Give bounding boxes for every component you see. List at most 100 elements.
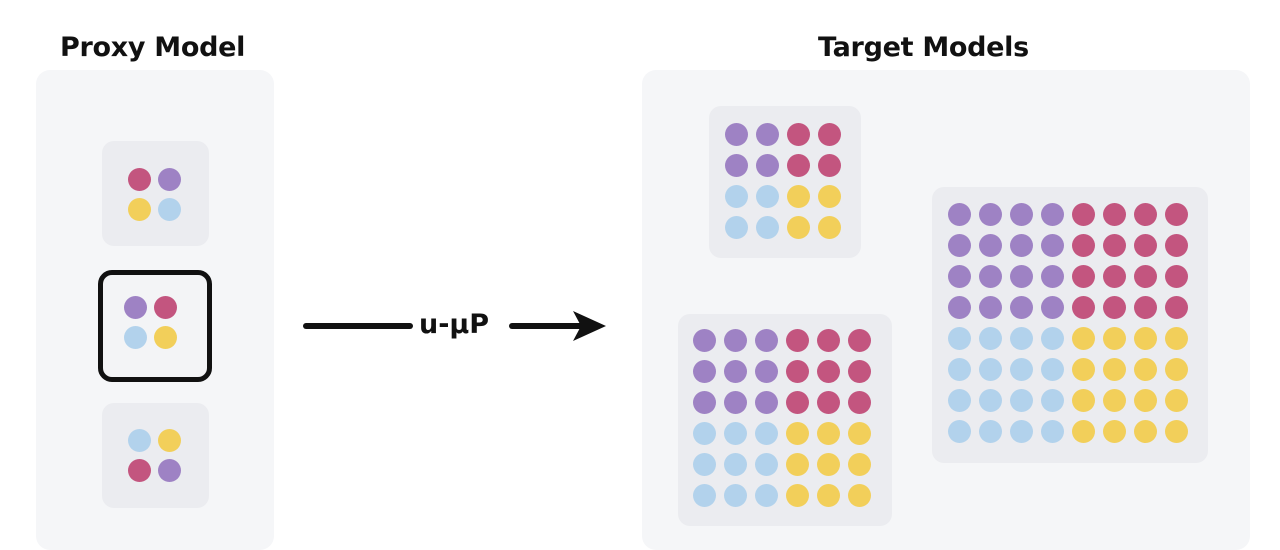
blue-dot bbox=[755, 422, 778, 445]
pink-dot bbox=[1134, 203, 1157, 226]
pink-dot bbox=[128, 168, 151, 191]
purple-dot bbox=[1010, 265, 1033, 288]
blue-dot bbox=[1010, 389, 1033, 412]
blue-dot bbox=[755, 484, 778, 507]
pink-dot bbox=[787, 154, 810, 177]
pink-dot bbox=[1103, 234, 1126, 257]
purple-dot bbox=[979, 265, 1002, 288]
pink-dot bbox=[1165, 234, 1188, 257]
arrow-head-icon bbox=[573, 311, 606, 341]
pink-dot bbox=[818, 154, 841, 177]
purple-dot bbox=[948, 265, 971, 288]
yellow-dot bbox=[1134, 389, 1157, 412]
purple-dot bbox=[756, 154, 779, 177]
yellow-dot bbox=[787, 185, 810, 208]
purple-dot bbox=[693, 391, 716, 414]
proxy-card-bottom bbox=[102, 403, 209, 508]
pink-dot bbox=[1165, 265, 1188, 288]
purple-dot bbox=[693, 329, 716, 352]
blue-dot bbox=[1010, 358, 1033, 381]
pink-dot bbox=[1072, 265, 1095, 288]
purple-dot bbox=[1010, 234, 1033, 257]
purple-dot bbox=[948, 296, 971, 319]
yellow-dot bbox=[1165, 420, 1188, 443]
purple-dot bbox=[724, 391, 747, 414]
blue-dot bbox=[755, 453, 778, 476]
yellow-dot bbox=[1103, 389, 1126, 412]
proxy-card-selected bbox=[98, 270, 212, 382]
blue-dot bbox=[1041, 420, 1064, 443]
yellow-dot bbox=[817, 453, 840, 476]
purple-dot bbox=[725, 123, 748, 146]
blue-dot bbox=[128, 429, 151, 452]
blue-dot bbox=[948, 420, 971, 443]
blue-dot bbox=[979, 389, 1002, 412]
arrow-label: u-μP bbox=[419, 309, 490, 340]
transfer-arrow bbox=[303, 311, 606, 341]
purple-dot bbox=[724, 329, 747, 352]
yellow-dot bbox=[1165, 389, 1188, 412]
yellow-dot bbox=[1103, 327, 1126, 350]
blue-dot bbox=[724, 484, 747, 507]
yellow-dot bbox=[1103, 420, 1126, 443]
blue-dot bbox=[979, 420, 1002, 443]
purple-dot bbox=[693, 360, 716, 383]
blue-dot bbox=[948, 327, 971, 350]
pink-dot bbox=[786, 391, 809, 414]
blue-dot bbox=[725, 185, 748, 208]
yellow-dot bbox=[1134, 358, 1157, 381]
yellow-dot bbox=[786, 453, 809, 476]
blue-dot bbox=[724, 453, 747, 476]
blue-dot bbox=[979, 327, 1002, 350]
purple-dot bbox=[979, 203, 1002, 226]
purple-dot bbox=[948, 234, 971, 257]
purple-dot bbox=[948, 203, 971, 226]
blue-dot bbox=[756, 185, 779, 208]
yellow-dot bbox=[158, 429, 181, 452]
purple-dot bbox=[158, 459, 181, 482]
purple-dot bbox=[755, 391, 778, 414]
blue-dot bbox=[756, 216, 779, 239]
yellow-dot bbox=[817, 484, 840, 507]
blue-dot bbox=[1041, 389, 1064, 412]
pink-dot bbox=[1103, 296, 1126, 319]
yellow-dot bbox=[1072, 420, 1095, 443]
blue-dot bbox=[725, 216, 748, 239]
purple-dot bbox=[1041, 296, 1064, 319]
purple-dot bbox=[979, 296, 1002, 319]
yellow-dot bbox=[787, 216, 810, 239]
purple-dot bbox=[1010, 203, 1033, 226]
blue-dot bbox=[948, 389, 971, 412]
purple-dot bbox=[725, 154, 748, 177]
yellow-dot bbox=[817, 422, 840, 445]
pink-dot bbox=[1072, 203, 1095, 226]
pink-dot bbox=[1103, 203, 1126, 226]
pink-dot bbox=[848, 391, 871, 414]
yellow-dot bbox=[1134, 327, 1157, 350]
proxy-model-title: Proxy Model bbox=[60, 32, 246, 63]
yellow-dot bbox=[818, 216, 841, 239]
pink-dot bbox=[818, 123, 841, 146]
blue-dot bbox=[724, 422, 747, 445]
yellow-dot bbox=[1165, 327, 1188, 350]
blue-dot bbox=[1010, 420, 1033, 443]
purple-dot bbox=[755, 360, 778, 383]
pink-dot bbox=[1134, 296, 1157, 319]
pink-dot bbox=[787, 123, 810, 146]
pink-dot bbox=[1072, 296, 1095, 319]
pink-dot bbox=[817, 329, 840, 352]
purple-dot bbox=[1041, 203, 1064, 226]
pink-dot bbox=[1134, 234, 1157, 257]
yellow-dot bbox=[848, 453, 871, 476]
yellow-dot bbox=[154, 326, 177, 349]
blue-dot bbox=[1041, 327, 1064, 350]
yellow-dot bbox=[1072, 358, 1095, 381]
pink-dot bbox=[817, 360, 840, 383]
yellow-dot bbox=[1072, 389, 1095, 412]
pink-dot bbox=[1134, 265, 1157, 288]
yellow-dot bbox=[786, 484, 809, 507]
yellow-dot bbox=[1103, 358, 1126, 381]
pink-dot bbox=[154, 296, 177, 319]
blue-dot bbox=[693, 484, 716, 507]
target-card-large bbox=[932, 187, 1208, 463]
